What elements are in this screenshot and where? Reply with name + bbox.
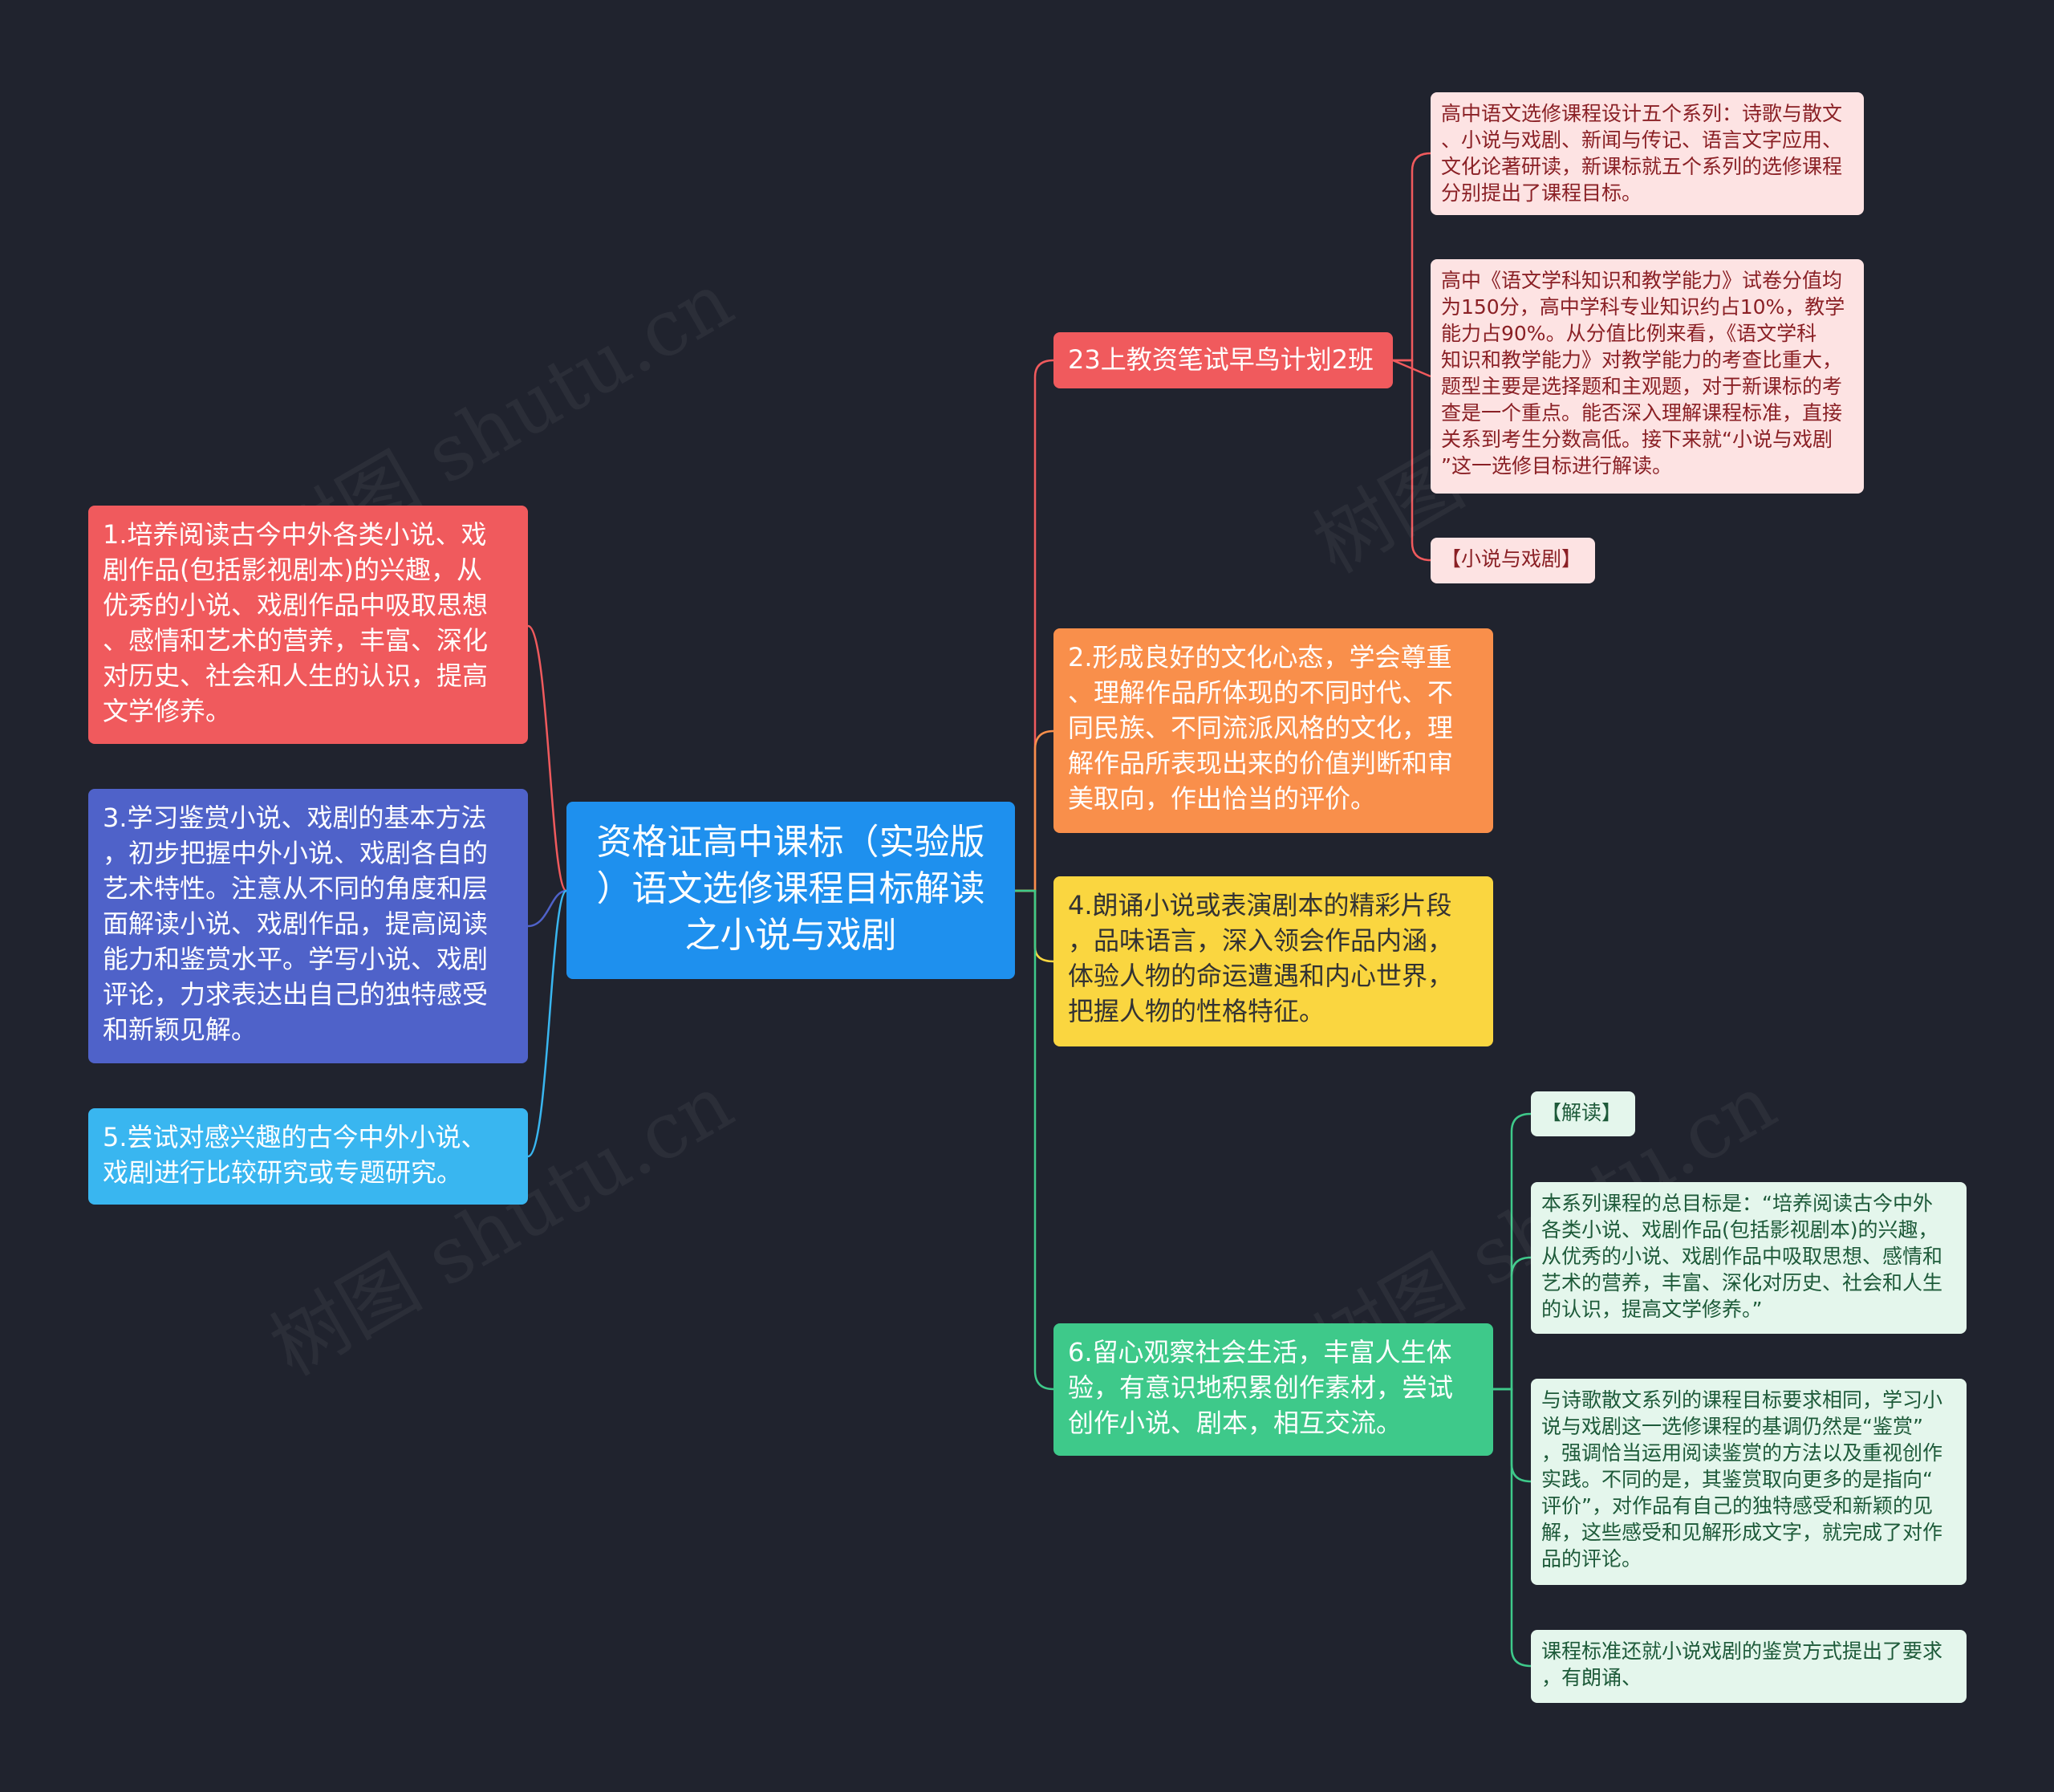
goal-1-node[interactable]: 1.培养阅读古今中外各类小说、戏 剧作品(包括影视剧本)的兴趣，从 优秀的小说、… xyxy=(88,506,528,744)
interpretation-overall-goal[interactable]: 本系列课程的总目标是：“培养阅读古今中外 各类小说、戏剧作品(包括影视剧本)的兴… xyxy=(1531,1182,1967,1334)
connector-root-item3 xyxy=(527,889,567,928)
goal-6-node[interactable]: 6.留心观察社会生活，丰富人生体 验，有意识地积累创作素材，尝试 创作小说、剧本… xyxy=(1053,1323,1493,1456)
goal-2-node[interactable]: 2.形成良好的文化心态，学会尊重 、理解作品所体现的不同时代、不 同民族、不同流… xyxy=(1053,628,1493,833)
connector-root-item1 xyxy=(527,624,568,892)
interpretation-tag[interactable]: 【解读】 xyxy=(1531,1091,1635,1136)
plan-node[interactable]: 23上教资笔试早鸟计划2班 xyxy=(1053,332,1393,388)
connector-root-item6 xyxy=(1015,889,1054,1391)
plan-note-tag[interactable]: 【小说与戏剧】 xyxy=(1431,538,1595,583)
goal-4-node[interactable]: 4.朗诵小说或表演剧本的精彩片段 ，品味语言，深入领会作品内涵， 体验人物的命运… xyxy=(1053,876,1493,1046)
connector-plan-note1 xyxy=(1393,152,1431,362)
connector-item6-note2 xyxy=(1493,1256,1532,1391)
connector-root-plan xyxy=(1015,359,1054,892)
connector-root-item2 xyxy=(1015,729,1054,892)
goal-5-node[interactable]: 5.尝试对感兴趣的古今中外小说、 戏剧进行比较研究或专题研究。 xyxy=(88,1108,528,1205)
interpretation-methods[interactable]: 课程标准还就小说戏剧的鉴赏方式提出了要求 ，有朗诵、 xyxy=(1531,1630,1967,1703)
connector-item6-note1 xyxy=(1493,1112,1532,1391)
goal-3-node[interactable]: 3.学习鉴赏小说、戏剧的基本方法 ，初步把握中外小说、戏剧各自的 艺术特性。注意… xyxy=(88,789,528,1063)
plan-note-exam[interactable]: 高中《语文学科知识和教学能力》试卷分值均 为150分，高中学科专业知识约占10%… xyxy=(1431,259,1864,494)
plan-note-series[interactable]: 高中语文选修课程设计五个系列：诗歌与散文 、小说与戏剧、新闻与传记、语言文字应用… xyxy=(1431,92,1864,215)
connector-item6-note4 xyxy=(1493,1388,1532,1668)
connector-plan-note3 xyxy=(1393,359,1431,562)
interpretation-appreciation[interactable]: 与诗歌散文系列的课程目标要求相同，学习小 说与戏剧这一选修课程的基调仍然是“鉴赏… xyxy=(1531,1379,1967,1585)
root-topic[interactable]: 资格证高中课标（实验版 ）语文选修课程目标解读 之小说与戏剧 xyxy=(566,802,1015,979)
connector-root-item5 xyxy=(527,889,568,1158)
